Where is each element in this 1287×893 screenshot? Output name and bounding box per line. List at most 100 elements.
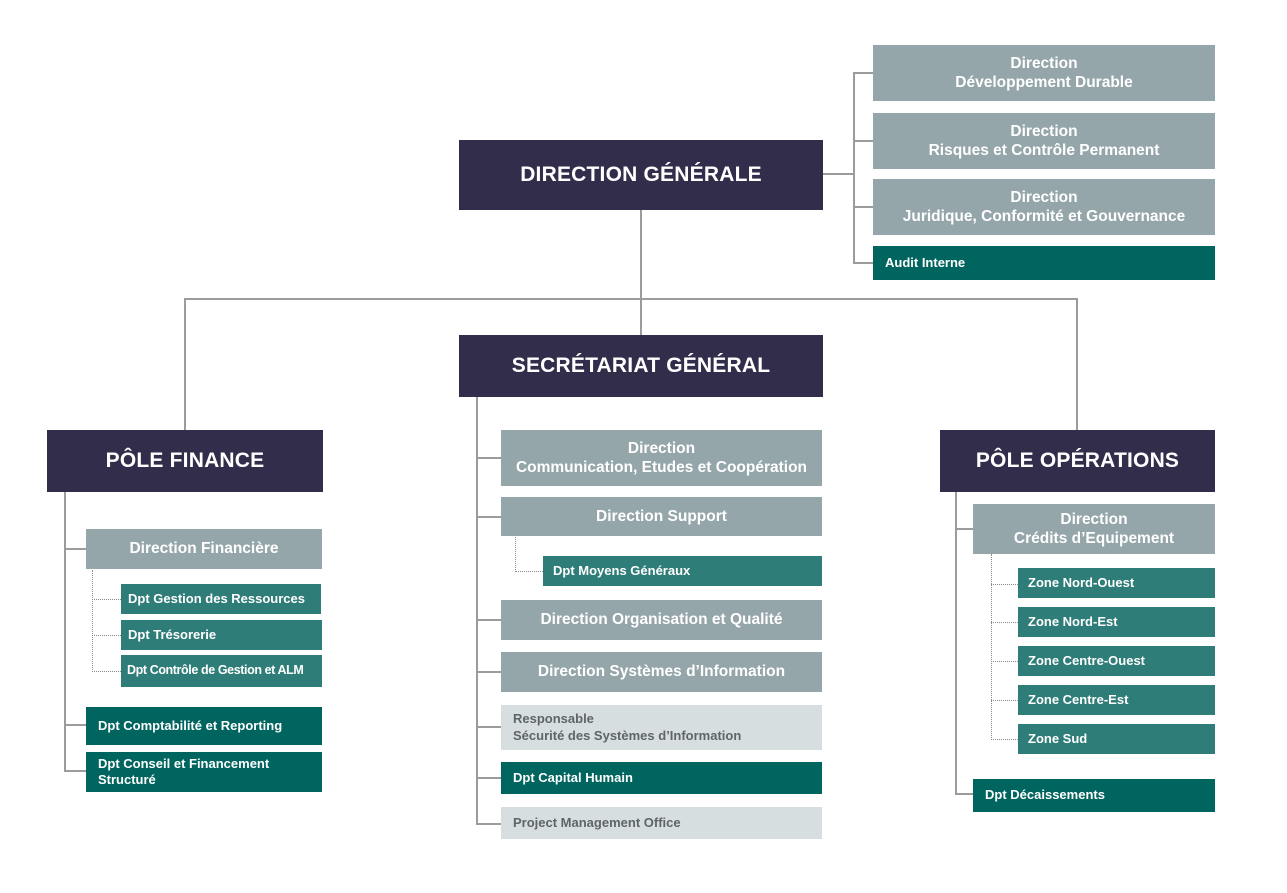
- securite-si-box: Responsable Sécurité des Systèmes d’Info…: [501, 705, 822, 750]
- zone-nord-ouest-label: Zone Nord-Ouest: [1028, 574, 1135, 590]
- connector: [640, 210, 642, 336]
- connector: [1076, 298, 1078, 430]
- juridique-box: Direction Juridique, Conformité et Gouve…: [873, 179, 1215, 235]
- dotted-connector: [515, 571, 543, 572]
- pmo-box: Project Management Office: [501, 807, 822, 839]
- dotted-connector: [991, 622, 1018, 623]
- connector: [955, 492, 957, 795]
- connector: [476, 777, 501, 779]
- conseil-financement-box: Dpt Conseil et Financement Structuré: [86, 752, 322, 792]
- direction-financiere-box: Direction Financière: [86, 529, 322, 569]
- secretariat-general-box: SECRÉTARIAT GÉNÉRAL: [459, 335, 823, 397]
- conseil-financement-line2: Structuré: [98, 772, 156, 787]
- connector: [822, 173, 855, 175]
- zone-nord-est-box: Zone Nord-Est: [1018, 607, 1215, 637]
- juridique-line1: Direction: [1010, 188, 1078, 206]
- tresorerie-box: Dpt Trésorerie: [121, 620, 322, 650]
- communication-box: Direction Communication, Etudes et Coopé…: [501, 430, 822, 486]
- dotted-connector: [515, 537, 516, 572]
- systemes-information-label: Direction Systèmes d’Information: [537, 663, 786, 681]
- controle-gestion-label: Dpt Contrôle de Gestion et ALM: [127, 663, 304, 678]
- connector: [64, 548, 86, 550]
- credits-equipement-line1: Direction: [1060, 510, 1128, 528]
- dotted-connector: [991, 554, 992, 740]
- connector: [853, 72, 855, 264]
- communication-line1: Direction: [627, 439, 696, 457]
- capital-humain-box: Dpt Capital Humain: [501, 762, 822, 794]
- risques-line1: Direction: [1010, 122, 1078, 140]
- connector: [476, 397, 478, 825]
- connector: [853, 140, 873, 142]
- zone-centre-est-label: Zone Centre-Est: [1028, 691, 1129, 707]
- zone-centre-ouest-label: Zone Centre-Ouest: [1028, 652, 1146, 668]
- connector: [476, 671, 501, 673]
- securite-si-line2: Sécurité des Systèmes d’Information: [513, 727, 742, 743]
- conseil-financement-line1: Dpt Conseil et Financement: [98, 755, 270, 771]
- dev-durable-line2: Développement Durable: [955, 74, 1133, 91]
- capital-humain-label: Dpt Capital Humain: [513, 769, 633, 785]
- dev-durable-line1: Direction: [1010, 54, 1078, 72]
- juridique-line2: Juridique, Conformité et Gouvernance: [902, 208, 1186, 225]
- dotted-connector: [991, 661, 1018, 662]
- organisation-qualite-label: Direction Organisation et Qualité: [540, 611, 783, 629]
- risques-line2: Risques et Contrôle Permanent: [928, 142, 1160, 159]
- dotted-connector: [92, 635, 121, 636]
- communication-line2: Communication, Etudes et Coopération: [515, 459, 808, 476]
- securite-si-line1: Responsable: [513, 711, 594, 727]
- connector: [184, 298, 1078, 300]
- zone-nord-ouest-box: Zone Nord-Ouest: [1018, 568, 1215, 598]
- connector: [476, 619, 501, 621]
- secretariat-general-title: SECRÉTARIAT GÉNÉRAL: [511, 353, 771, 377]
- dotted-connector: [92, 671, 121, 672]
- comptabilite-label: Dpt Comptabilité et Reporting: [98, 717, 283, 733]
- direction-support-box: Direction Support: [501, 497, 822, 536]
- zone-nord-est-label: Zone Nord-Est: [1028, 613, 1118, 629]
- connector: [955, 528, 973, 530]
- zone-sud-box: Zone Sud: [1018, 724, 1215, 754]
- connector: [853, 72, 873, 74]
- moyens-generaux-box: Dpt Moyens Généraux: [543, 556, 822, 586]
- decaissements-label: Dpt Décaissements: [985, 787, 1105, 803]
- direction-financiere-label: Direction Financière: [129, 540, 279, 558]
- direction-generale-title: DIRECTION GÉNÉRALE: [520, 162, 762, 186]
- pole-operations-box: PÔLE OPÉRATIONS: [940, 430, 1215, 492]
- pole-operations-title: PÔLE OPÉRATIONS: [975, 448, 1180, 472]
- moyens-generaux-label: Dpt Moyens Généraux: [553, 562, 691, 578]
- direction-support-label: Direction Support: [596, 507, 727, 525]
- organisation-qualite-box: Direction Organisation et Qualité: [501, 600, 822, 640]
- connector: [476, 516, 501, 518]
- comptabilite-box: Dpt Comptabilité et Reporting: [86, 707, 322, 745]
- risques-box: Direction Risques et Contrôle Permanent: [873, 113, 1215, 169]
- credits-equipement-box: Direction Crédits d’Equipement: [973, 504, 1215, 554]
- systemes-information-box: Direction Systèmes d’Information: [501, 652, 822, 692]
- dev-durable-box: Direction Développement Durable: [873, 45, 1215, 101]
- dotted-connector: [92, 570, 93, 672]
- zone-sud-label: Zone Sud: [1028, 730, 1088, 746]
- connector: [184, 298, 186, 430]
- pole-finance-title: PÔLE FINANCE: [105, 448, 265, 472]
- connector: [64, 724, 86, 726]
- connector: [64, 770, 86, 772]
- dotted-connector: [991, 739, 1018, 740]
- audit-interne-box: Audit Interne: [873, 246, 1215, 280]
- dotted-connector: [991, 700, 1018, 701]
- zone-centre-ouest-box: Zone Centre-Ouest: [1018, 646, 1215, 676]
- tresorerie-label: Dpt Trésorerie: [128, 626, 217, 642]
- decaissements-box: Dpt Décaissements: [973, 779, 1215, 812]
- controle-gestion-box: Dpt Contrôle de Gestion et ALM: [121, 655, 322, 687]
- connector: [476, 823, 501, 825]
- connector: [476, 726, 501, 728]
- connector: [853, 206, 873, 208]
- pmo-label: Project Management Office: [513, 814, 681, 830]
- zone-centre-est-box: Zone Centre-Est: [1018, 685, 1215, 715]
- dotted-connector: [92, 599, 121, 600]
- dotted-connector: [991, 584, 1018, 585]
- pole-finance-box: PÔLE FINANCE: [47, 430, 323, 492]
- connector: [476, 457, 501, 459]
- gestion-ressources-label: Dpt Gestion des Ressources: [128, 590, 305, 606]
- connector: [955, 793, 973, 795]
- connector: [64, 492, 66, 772]
- direction-generale-box: DIRECTION GÉNÉRALE: [459, 140, 823, 210]
- connector: [853, 262, 873, 264]
- audit-interne-label: Audit Interne: [885, 254, 966, 270]
